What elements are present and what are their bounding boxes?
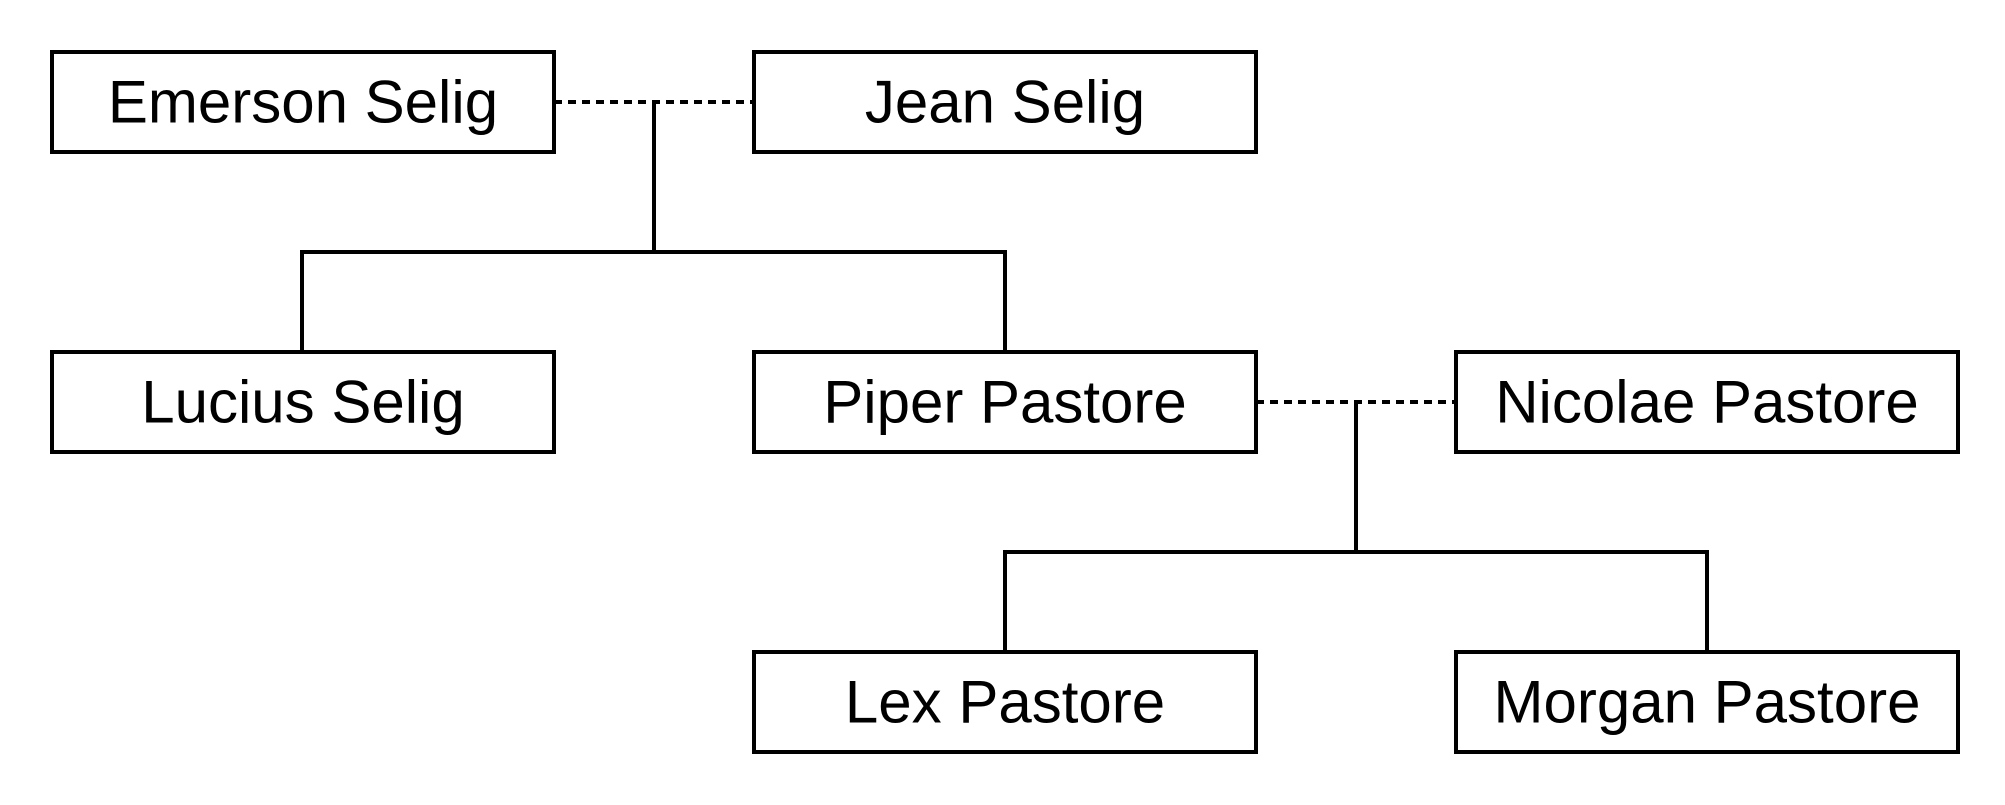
person-name: Lucius Selig <box>141 369 465 436</box>
person-lex-pastore: Lex Pastore <box>752 650 1258 754</box>
person-lucius-selig: Lucius Selig <box>50 350 556 454</box>
descent-connector-selig-children <box>300 102 1007 352</box>
person-name: Piper Pastore <box>823 369 1187 436</box>
descent-connector-pastore-children <box>1003 402 1709 652</box>
person-nicolae-pastore: Nicolae Pastore <box>1454 350 1960 454</box>
person-name: Nicolae Pastore <box>1495 369 1919 436</box>
person-name: Morgan Pastore <box>1494 669 1921 736</box>
person-name: Lex Pastore <box>845 669 1165 736</box>
person-emerson-selig: Emerson Selig <box>50 50 556 154</box>
person-morgan-pastore: Morgan Pastore <box>1454 650 1960 754</box>
person-name: Jean Selig <box>865 69 1145 136</box>
person-piper-pastore: Piper Pastore <box>752 350 1258 454</box>
person-name: Emerson Selig <box>108 69 498 136</box>
person-jean-selig: Jean Selig <box>752 50 1258 154</box>
